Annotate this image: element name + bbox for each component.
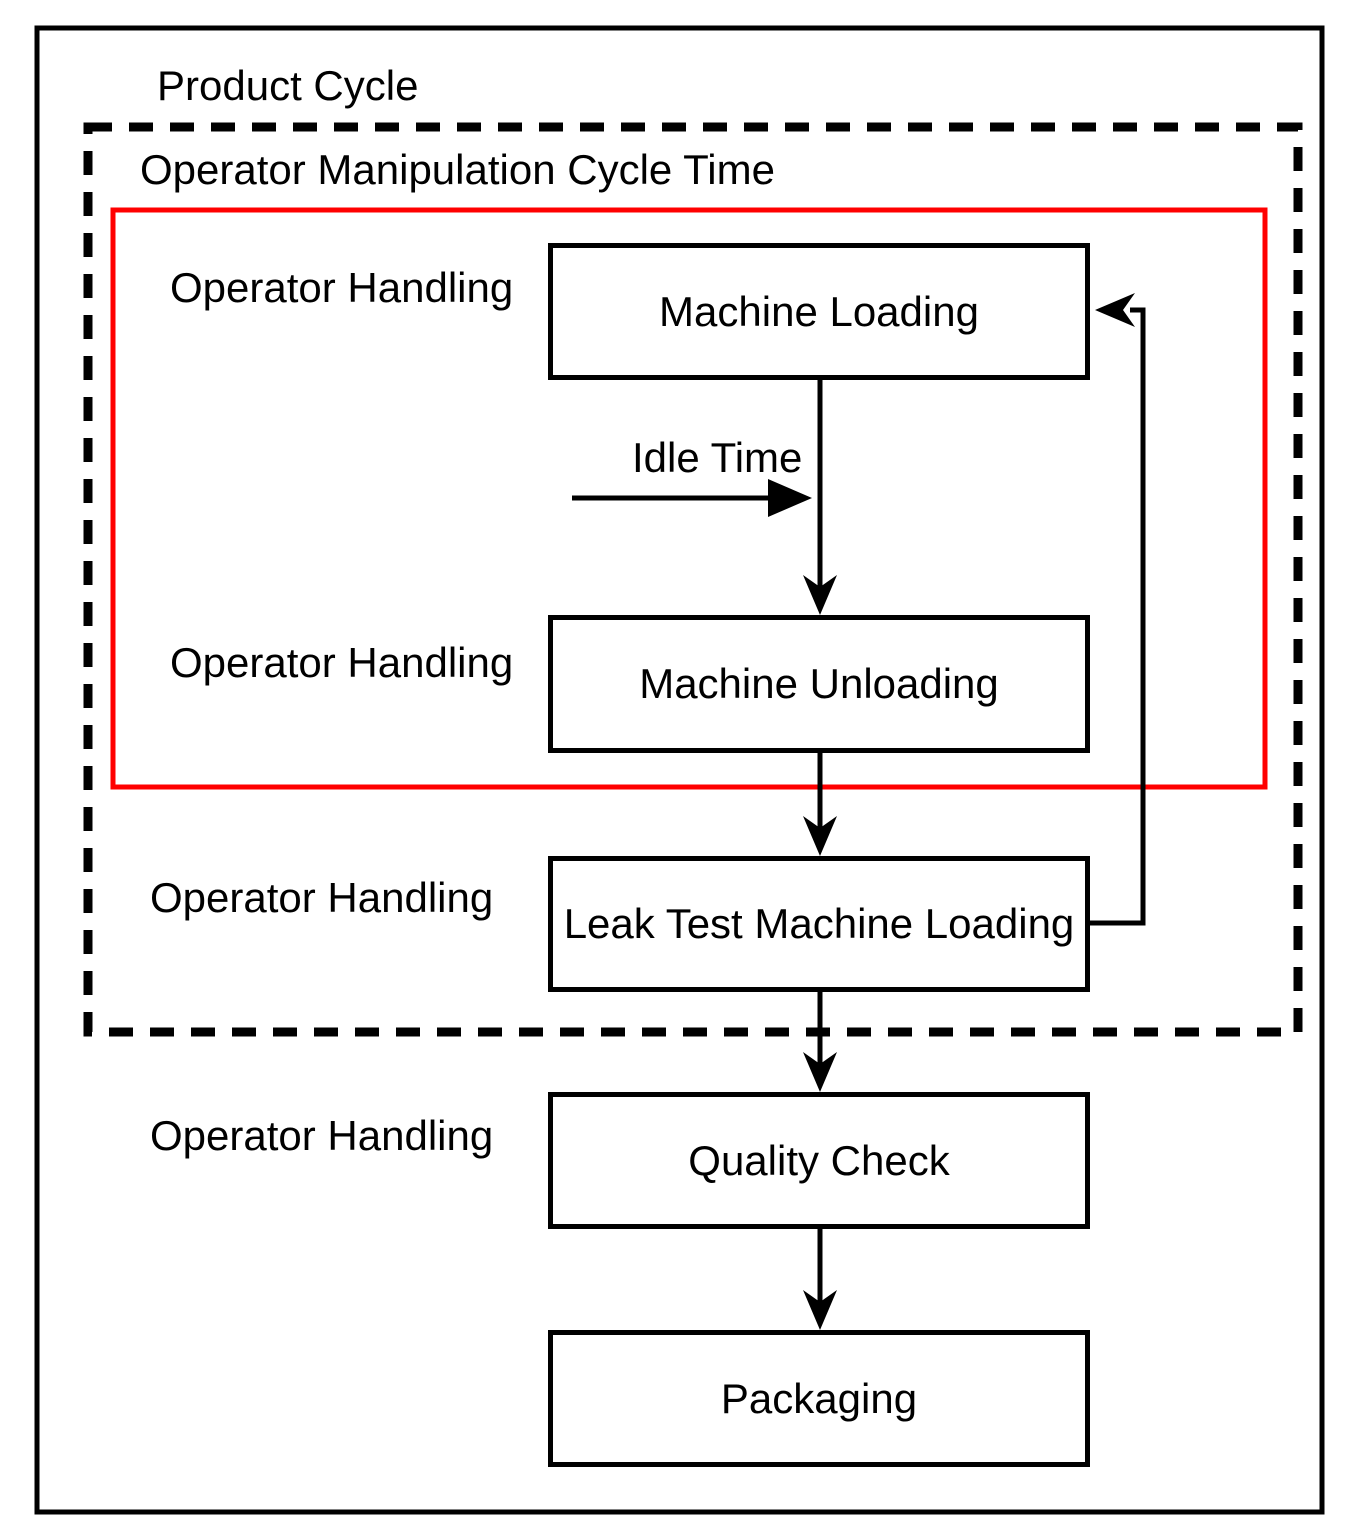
node-machine-loading-label: Machine Loading bbox=[659, 287, 979, 335]
product-cycle-border bbox=[34, 25, 1325, 1515]
operator-handling-label-3: Operator Handling bbox=[150, 874, 494, 921]
node-packaging-label: Packaging bbox=[720, 1374, 918, 1422]
idle-time-arrowhead bbox=[768, 479, 812, 517]
node-machine-loading: Machine Loading bbox=[548, 243, 1090, 380]
arrowhead-leak-test-to-quality-check bbox=[803, 1052, 837, 1092]
feedback-arrowhead-into-machine-loading bbox=[1095, 293, 1135, 327]
operator-handling-label-4: Operator Handling bbox=[150, 1112, 494, 1159]
operator-manipulation-cycle-border bbox=[83, 122, 1303, 1037]
product-cycle-label: Product Cycle bbox=[157, 62, 419, 109]
arrowhead-machine-unloading-to-leak-test bbox=[803, 816, 837, 856]
node-quality-check-label: Quality Check bbox=[688, 1136, 950, 1184]
arrowhead-quality-check-to-packaging bbox=[803, 1290, 837, 1330]
feedback-line-leak-test-to-machine-loading bbox=[1090, 307, 1146, 926]
node-machine-unloading: Machine Unloading bbox=[548, 615, 1090, 753]
node-quality-check: Quality Check bbox=[548, 1092, 1090, 1229]
operator-manipulation-cycle-time-label: Operator Manipulation Cycle Time bbox=[140, 146, 775, 193]
operator-handling-label-1: Operator Handling bbox=[170, 264, 514, 311]
node-leak-test-machine-loading: Leak Test Machine Loading bbox=[548, 856, 1090, 992]
idle-time-label: Idle Time bbox=[632, 434, 803, 481]
node-machine-unloading-label: Machine Unloading bbox=[639, 660, 999, 707]
node-packaging: Packaging bbox=[548, 1330, 1090, 1467]
operator-handling-highlight-border bbox=[110, 207, 1268, 790]
node-leak-test-machine-loading-label: Leak Test Machine Loading bbox=[563, 900, 1075, 947]
arrowhead-machine-loading-to-machine-unloading bbox=[803, 575, 837, 615]
operator-handling-label-2: Operator Handling bbox=[170, 639, 514, 686]
